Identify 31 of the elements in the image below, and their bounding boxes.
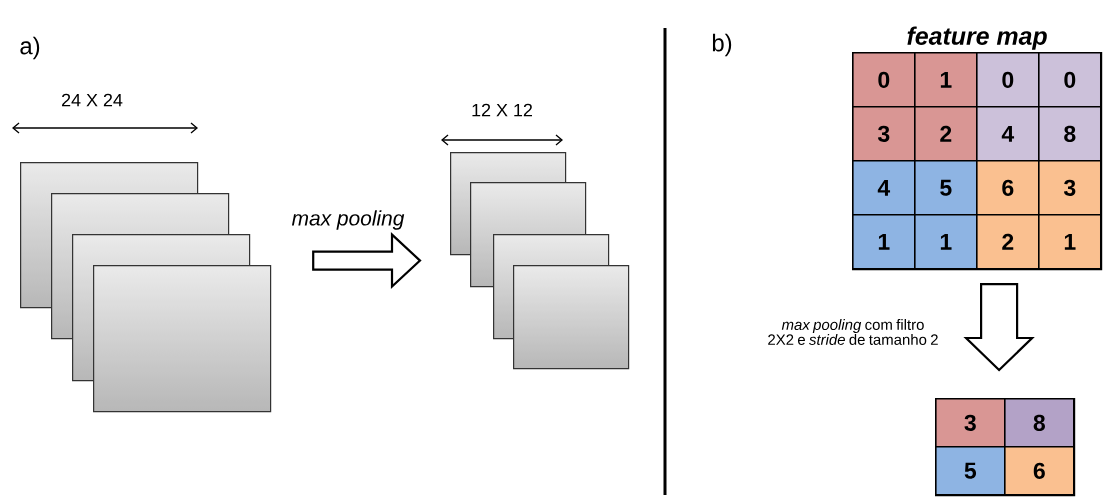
panel-label: b) [712, 33, 732, 57]
grid-cell: 0 [852, 52, 916, 108]
feature-map-sheet [93, 265, 272, 413]
edge-label: max pooling com filtro 2X2 e stride de tamanho 2 [768, 319, 938, 345]
feature-map-sheet [513, 265, 630, 370]
grid-heading: feature map [907, 26, 1047, 50]
panel-label: a) [20, 36, 40, 60]
grid-cell: 1 [852, 214, 916, 270]
grid-cell: 0 [976, 52, 1040, 108]
block-arrow [963, 283, 1035, 372]
dimension-label: 24 X 24 [62, 93, 123, 107]
grid-cell: 2 [976, 214, 1040, 270]
grid-cell: 3 [852, 106, 916, 162]
dimension-label: 12 X 12 [472, 103, 532, 117]
grid-cell: 5 [935, 446, 1006, 496]
grid-cell: 8 [1004, 398, 1075, 448]
grid-cell: 3 [1038, 160, 1102, 216]
grid-cell: 6 [976, 160, 1040, 216]
block-arrow [312, 232, 422, 290]
edge-label: max pooling [291, 210, 405, 230]
grid-cell: 0 [1038, 52, 1102, 108]
grid-cell: 4 [976, 106, 1040, 162]
grid-cell: 2 [914, 106, 978, 162]
grid-cell: 5 [914, 160, 978, 216]
grid-cell: 1 [914, 214, 978, 270]
grid-cell: 4 [852, 160, 916, 216]
grid-cell: 3 [935, 398, 1006, 448]
grid-cell: 1 [914, 52, 978, 108]
grid-cell: 6 [1004, 446, 1075, 496]
grid-cell: 8 [1038, 106, 1102, 162]
grid-cell: 1 [1038, 214, 1102, 270]
